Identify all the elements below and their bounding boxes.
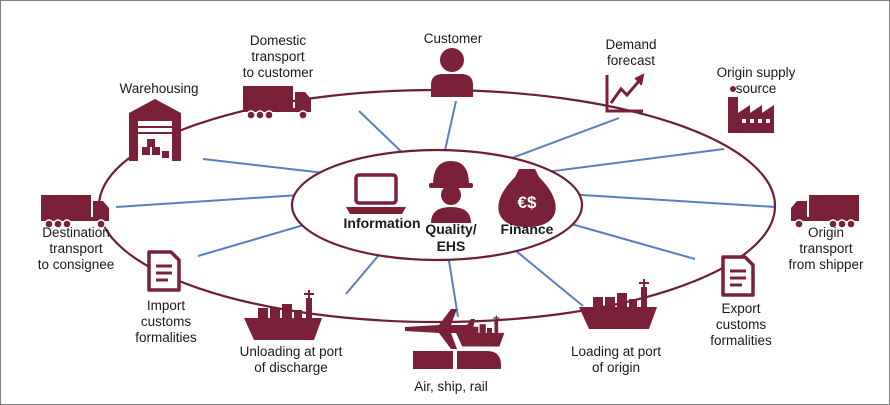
trend-chart-icon xyxy=(605,73,645,113)
factory-icon xyxy=(728,86,774,133)
label-quality-ehs: Quality/ EHS xyxy=(425,221,477,254)
truck-icon xyxy=(242,85,312,120)
label-origin-supply-source: Origin supply source xyxy=(716,65,796,96)
cargo-ship-icon xyxy=(243,289,323,341)
laptop-icon xyxy=(346,173,406,214)
label-origin-transport: Origin transport from shipper xyxy=(788,225,864,272)
label-destination-transport: Destination transport to consignee xyxy=(37,225,115,272)
person-icon xyxy=(431,48,473,97)
label-export-customs: Export customs formalities xyxy=(710,301,772,348)
label-information: Information xyxy=(343,215,421,231)
document-icon xyxy=(721,255,755,297)
label-air-ship-rail: Air, ship, rail xyxy=(414,379,488,394)
multimodal-icon xyxy=(405,309,505,369)
label-import-customs: Import customs formalities xyxy=(135,298,197,345)
label-finance: Finance xyxy=(500,221,554,237)
label-domestic-transport: Domestic transport to customer xyxy=(242,33,314,80)
truck-icon xyxy=(790,194,860,229)
label-unloading-port: Unloading at port of discharge xyxy=(239,344,343,375)
label-demand-forecast: Demand forecast xyxy=(605,37,657,68)
document-icon xyxy=(147,250,181,292)
hardhat-worker-icon xyxy=(429,161,473,223)
label-loading-port: Loading at port of origin xyxy=(570,344,662,375)
warehouse-icon xyxy=(129,99,181,161)
label-customer: Customer xyxy=(423,31,483,46)
label-warehousing: Warehousing xyxy=(119,81,199,96)
money-bag-icon: €$ xyxy=(498,169,556,227)
finance-symbol: €$ xyxy=(518,193,537,212)
cargo-ship-icon xyxy=(578,278,658,330)
